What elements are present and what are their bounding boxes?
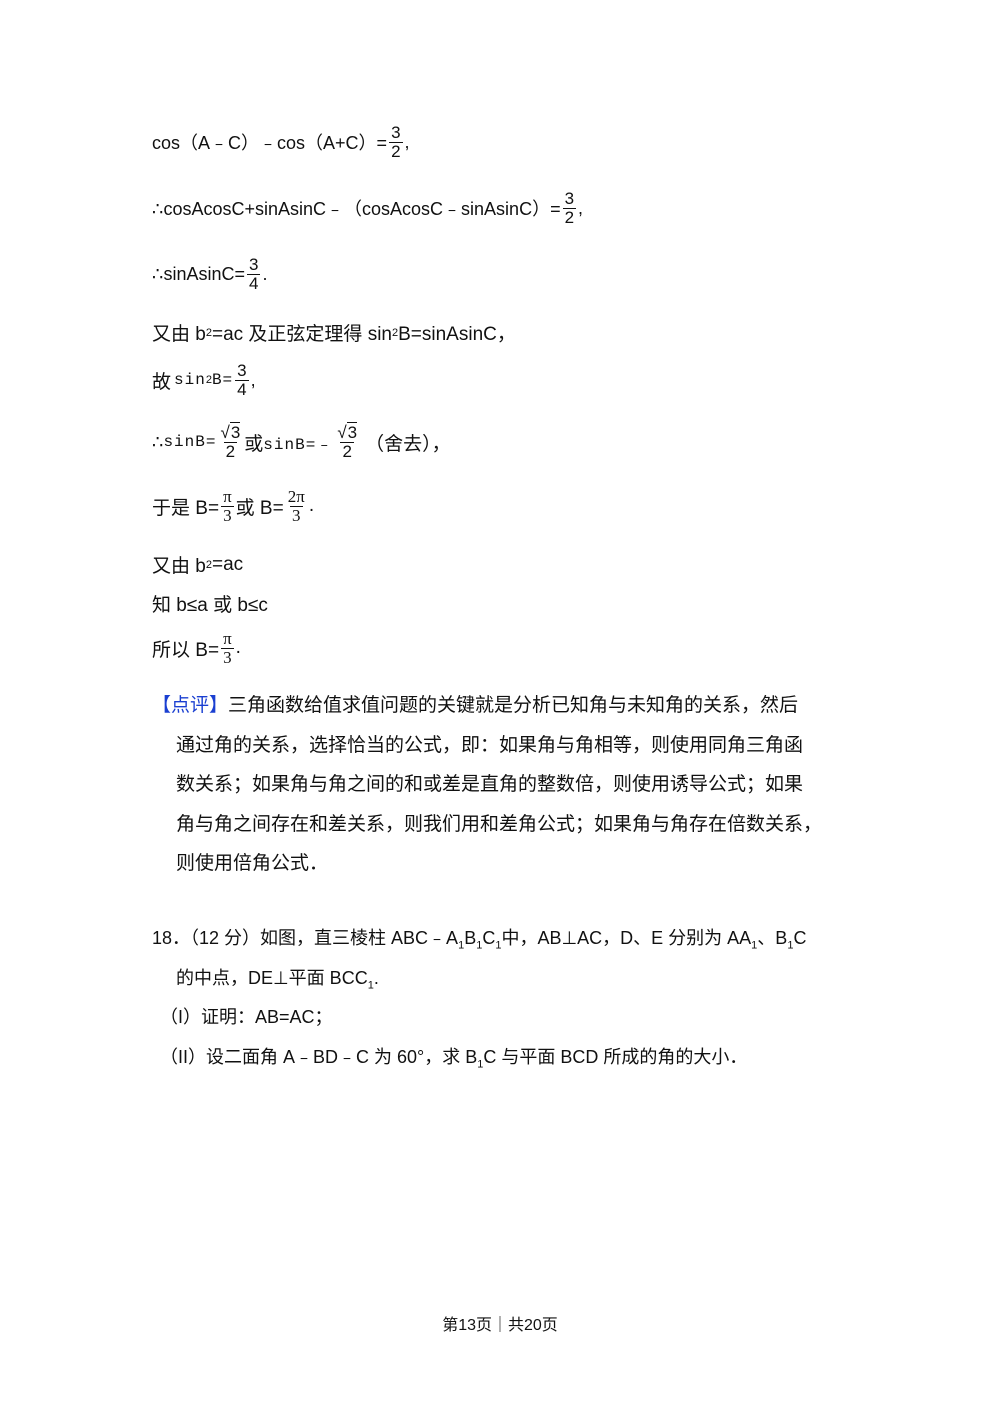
text: =ac 及正弦定理得 sin — [211, 324, 392, 345]
review-tag: 【点评】 — [152, 695, 229, 716]
sqrt-icon: √ — [220, 423, 230, 442]
text: C — [482, 928, 496, 948]
subscript: 1 — [477, 1058, 484, 1071]
text: 或 — [244, 433, 264, 455]
numerator: 3 — [391, 123, 401, 142]
text: ∴ — [152, 431, 164, 452]
numerator: π — [223, 487, 232, 506]
review-line: 通过角的关系，选择恰当的公式，即：如果角与角相等，则使用同角三角函 — [176, 734, 804, 756]
text: . — [262, 263, 268, 284]
review-paragraph: 【点评】三角函数给值求值问题的关键就是分析已知角与未知角的关系，然后 通过角的关… — [152, 686, 872, 884]
text: C 与平面 BCD 所成的角的大小． — [483, 1046, 748, 1067]
sqrt-icon: √ — [337, 423, 347, 442]
review-line: 则使用倍角公式． — [176, 853, 329, 874]
radicand: 3 — [346, 422, 358, 442]
numerator: √3 — [335, 422, 359, 442]
denominator: 2 — [340, 441, 354, 461]
solution-line-9: 知 b≤a 或 b≤c — [152, 590, 268, 617]
page-footer: 第13页｜共20页 — [442, 1317, 558, 1334]
text: sinB=﹣ — [263, 436, 334, 455]
numerator: 2π — [287, 487, 305, 506]
text: （舍去）， — [365, 433, 451, 455]
numerator: 3 — [249, 255, 259, 274]
denominator: 2 — [562, 207, 577, 227]
denominator: 4 — [247, 273, 261, 293]
text: =ac — [211, 553, 244, 575]
subscript: 1 — [476, 939, 483, 952]
text: , — [404, 131, 410, 152]
text: 知 b≤a 或 b≤c — [152, 595, 268, 616]
review-line: 三角函数给值求值问题的关键就是分析已知角与未知角的关系，然后 — [228, 695, 799, 716]
text: ∴sinAsinC= — [152, 263, 245, 284]
denominator: 3 — [221, 647, 234, 667]
denominator: 3 — [221, 505, 234, 525]
problem-part-2: （II）设二面角 A﹣BD﹣C 为 60°，求 B1C 与平面 BCD 所成的角… — [160, 1038, 872, 1078]
text: B=sinAsinC， — [398, 324, 516, 345]
text: . — [235, 637, 241, 659]
text: C — [793, 928, 807, 948]
text: 又由 b — [152, 556, 206, 577]
problem-line-2: 的中点，DE⊥平面 BCC1. — [152, 959, 872, 999]
numerator: 3 — [564, 189, 575, 208]
text: cos（A﹣C）﹣cos（A+C）= — [152, 133, 388, 154]
text: 所以 B= — [152, 639, 220, 661]
text: 于是 B= — [152, 497, 220, 519]
review-line: 数关系；如果角与角之间的和或差是直角的整数倍，则使用诱导公式；如果 — [176, 774, 804, 795]
text: sinB= — [163, 433, 217, 452]
problem-18: 18．（12 分）如图，直三棱柱 ABC﹣A1B1C1中，AB⊥AC，D、E 分… — [152, 919, 872, 1077]
subscript: 1 — [495, 939, 502, 952]
text: 又由 b — [152, 324, 206, 345]
subscript: 1 — [367, 979, 374, 992]
text: , — [250, 369, 256, 390]
text: ∴cosAcosC+sinAsinC﹣（cosAcosC﹣sinAsinC）= — [152, 199, 561, 220]
text: 中，AB⊥AC，D、E 分别为 AA — [501, 928, 752, 948]
radicand: 3 — [229, 422, 241, 442]
text: , — [578, 197, 584, 218]
problem-part-1: （I）证明：AB=AC； — [160, 1007, 333, 1027]
review-line: 角与角之间存在和差关系，则我们用和差角公式；如果角与角存在倍数关系， — [176, 813, 823, 835]
denominator: 4 — [235, 379, 249, 399]
denominator: 2 — [389, 141, 403, 161]
numerator: π — [223, 629, 232, 648]
subscript: 1 — [787, 939, 794, 952]
subscript: 1 — [458, 939, 465, 952]
text: 、B — [757, 928, 788, 948]
text: sin — [174, 371, 206, 390]
problem-line-1: 18．（12 分）如图，直三棱柱 ABC﹣A1B1C1中，AB⊥AC，D、E 分… — [152, 928, 807, 951]
text: （II）设二面角 A﹣BD﹣C 为 60°，求 B — [160, 1046, 478, 1067]
numerator: √3 — [218, 422, 242, 442]
text: . — [308, 495, 315, 517]
text: . — [373, 967, 379, 988]
text: 或 B= — [235, 497, 284, 519]
text: B= — [211, 371, 234, 390]
text: 故 — [152, 371, 172, 393]
text: 的中点，DE⊥平面 BCC — [176, 967, 368, 988]
text: B — [464, 928, 477, 948]
subscript: 1 — [751, 939, 758, 952]
denominator: 2 — [223, 441, 238, 461]
solution-line-2: ∴cosAcosC+sinAsinC﹣（cosAcosC﹣sinAsinC）= … — [152, 190, 583, 227]
denominator: 3 — [290, 505, 303, 525]
text: 18．（12 分）如图，直三棱柱 ABC﹣A — [152, 928, 459, 948]
numerator: 3 — [237, 361, 247, 380]
